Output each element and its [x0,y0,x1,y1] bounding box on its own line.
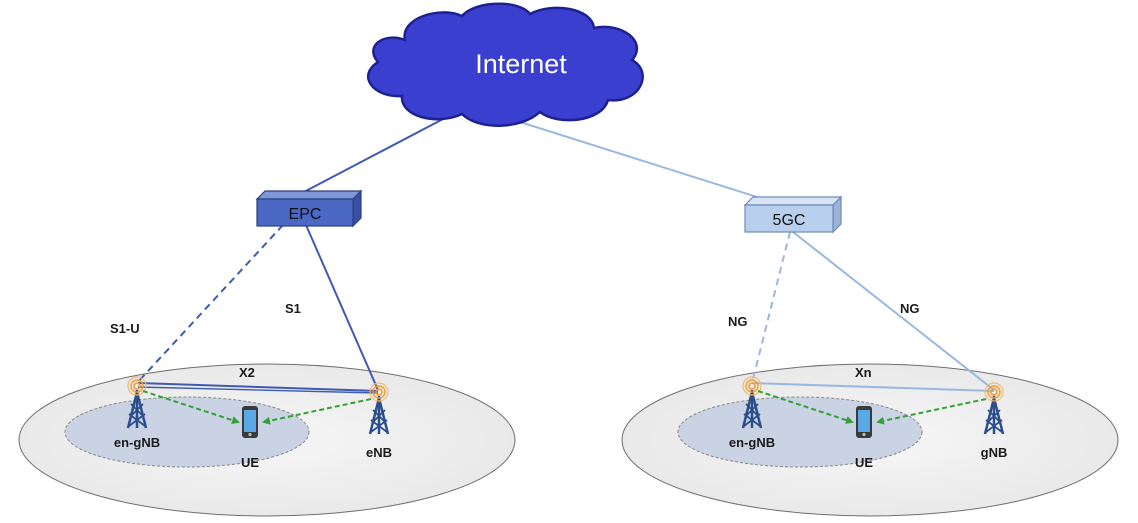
internet-label: Internet [475,49,567,79]
x2-link-top [137,382,379,392]
s1-link [305,224,379,391]
5gc-node: 5GC [743,195,843,234]
5gc-label: 5GC [773,212,806,229]
left-enb-to-ue-arrow [262,398,372,425]
left-ue-label: UE [241,455,259,470]
x2-interface-label: X2 [239,365,255,380]
left-ue-phone-icon [242,406,258,438]
xn-interface-label: Xn [855,365,872,380]
right-en-gnb-small-cell [677,396,923,468]
internet-cloud: Internet [366,2,644,127]
right-ue-label: UE [855,455,873,470]
right-gnb-label: gNB [981,445,1008,460]
epc-node: EPC [255,189,363,228]
xn-link [751,382,995,392]
right-ue-phone-icon [856,406,872,438]
ng-interface-label: NG [900,301,920,316]
internet-5gc-link [519,121,777,204]
left-enb-label: eNB [366,445,392,460]
left-en-gnb-label: en-gNB [114,435,160,450]
ng-dashed-interface-label: NG [728,314,748,329]
internet-epc-link [301,117,446,194]
s1-interface-label: S1 [285,301,301,316]
left-en-gnb-small-cell [64,396,310,468]
s1u-interface-label: S1-U [110,321,140,336]
right-en-gnb-label: en-gNB [729,435,775,450]
ng-link [792,231,995,391]
s1u-link [136,224,284,384]
left-en-gnb-to-ue-arrow [142,390,240,424]
right-gnb-to-ue-arrow [876,398,987,425]
x2-link-bottom [137,386,379,394]
ng-dashed-link [751,231,791,384]
right-en-gnb-to-ue-arrow [757,390,854,424]
epc-label: EPC [289,206,322,223]
